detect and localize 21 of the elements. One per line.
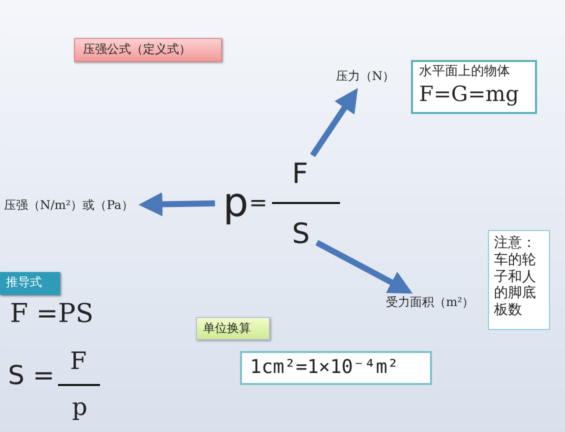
arrow xyxy=(315,240,413,294)
note-text: 水平面上的物体 xyxy=(419,65,511,80)
formula-symbol: S xyxy=(292,218,310,250)
note-box: 注意：车的轮子和人的脚底板数 xyxy=(488,230,550,330)
quantity-label: 压力（N） xyxy=(336,70,394,84)
quantity-label: 受力面积（m²） xyxy=(386,296,474,310)
heading-tag: 单位换算 xyxy=(196,317,270,340)
arrow xyxy=(138,192,216,216)
formula-symbol: F xyxy=(70,348,87,376)
heading-tag: 推导式 xyxy=(0,272,60,295)
formula-text: F=G=mg xyxy=(419,82,520,106)
formula-symbol: p xyxy=(72,394,88,422)
title-box: 压强公式（定义式） xyxy=(74,38,222,62)
derived-formula: F =PS xyxy=(10,300,94,330)
formula-box: 1cm²=1×10⁻⁴m² xyxy=(240,351,432,385)
equals-sign: = xyxy=(249,191,268,216)
formula-symbol: F xyxy=(292,158,308,190)
derived-formula: S = xyxy=(8,362,55,392)
arrow xyxy=(310,88,358,158)
quantity-label: 压强（N/m²）或（Pa） xyxy=(4,199,134,213)
formula-symbol: p xyxy=(223,180,248,226)
